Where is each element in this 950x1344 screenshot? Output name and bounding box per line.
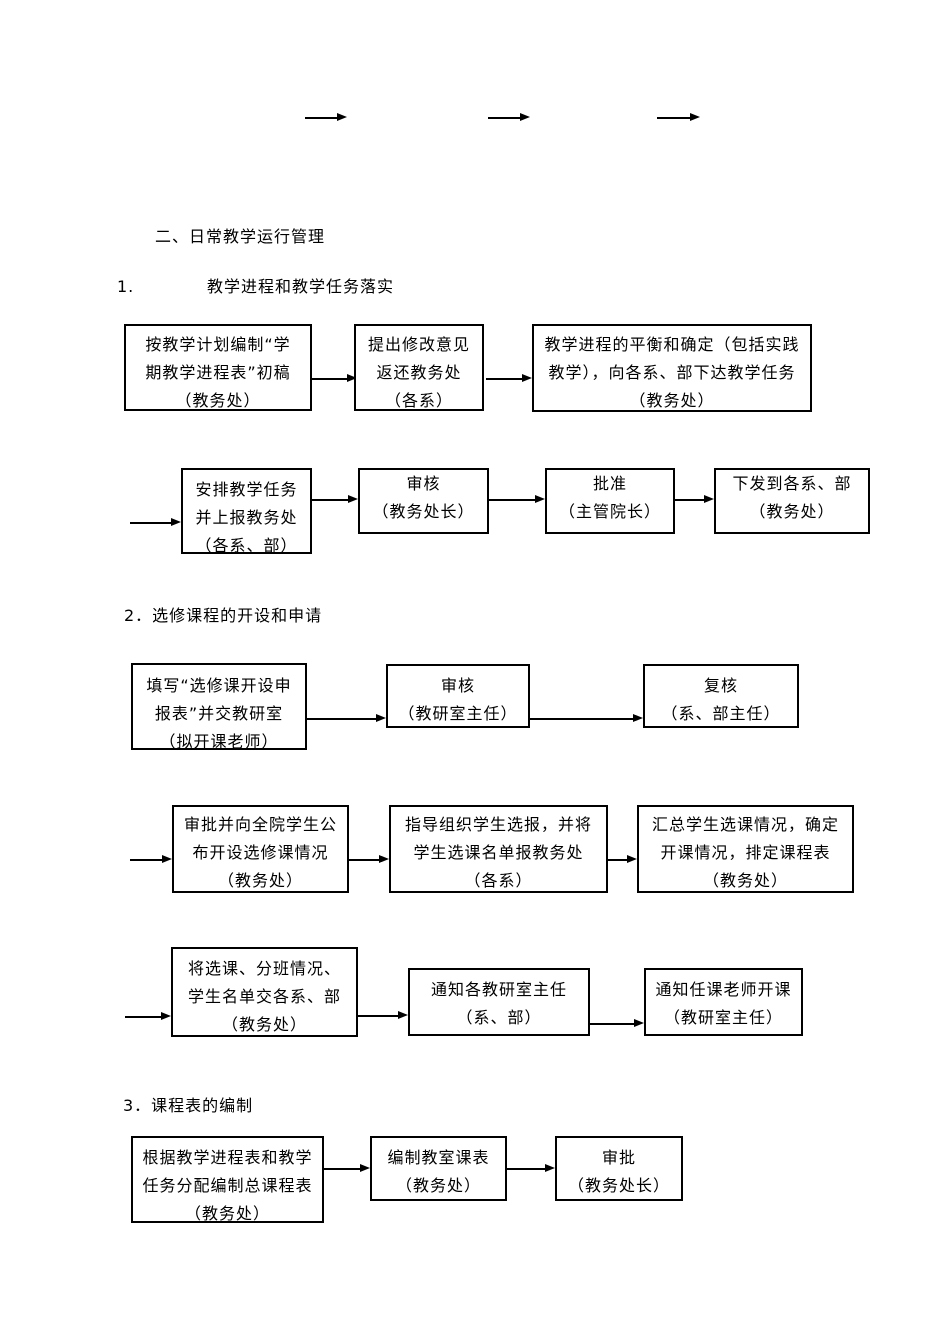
flow-step-text: 填写“选修课开设申 (146, 676, 292, 695)
flow-step-role: （教务处） (175, 391, 261, 410)
flow-step-text: 复核 (703, 676, 738, 695)
flow-arrow-icon (130, 518, 181, 526)
flow-step-text: 审核 (440, 676, 475, 695)
flow-step-box: 安排教学任务 并上报教务处 （各系、部） (181, 468, 312, 554)
flow-step-text: 通知各教研室主任 (430, 980, 567, 999)
flow-step-text: 编制教室课表 (387, 1148, 490, 1167)
item1-heading: 教学进程和教学任务落实 (207, 277, 395, 296)
flow-step-text: 审批并向全院学生公 (183, 815, 337, 834)
flow-arrow-icon (507, 1164, 555, 1172)
flow-step-text: 下发到各系、部 (732, 474, 852, 493)
flow-step-text: 教学进程的平衡和确定（包括实践 (544, 335, 800, 354)
flow-arrow-icon (130, 855, 172, 863)
flow-step-text: 提出修改意见 (367, 335, 470, 354)
flow-step-text: 学生选课名单报教务处 (413, 843, 584, 862)
flow-step-box: 教学进程的平衡和确定（包括实践 教学），向各系、部下达教学任务 （教务处） (532, 324, 812, 412)
item1-number: 1. (117, 277, 135, 296)
flow-step-box: 指导组织学生选报，并将 学生选课名单报教务处 （各系） (389, 805, 608, 893)
flow-step-text: 学生名单交各系、部 (187, 987, 341, 1006)
flow-arrow-icon (312, 495, 358, 503)
flow-step-box: 批准 （主管院长） (545, 468, 675, 534)
flow-step-role: （教研室主任） (663, 1008, 783, 1027)
flow-step-text: 布开设选修课情况 (192, 843, 329, 862)
flow-step-role: （教务处） (184, 1204, 270, 1223)
flow-step-text: 通知任课老师开课 (655, 980, 792, 999)
flow-step-box: 通知任课老师开课 （教研室主任） (644, 968, 803, 1036)
flow-arrow-icon (489, 495, 545, 503)
flow-step-text: 安排教学任务 (195, 480, 298, 499)
flow-step-role: （拟开课老师） (159, 732, 279, 750)
flow-step-text: 将选课、分班情况、 (187, 959, 341, 978)
flow-step-box: 下发到各系、部 （教务处） (714, 468, 870, 534)
flow-step-text: 按教学计划编制“学 (145, 335, 291, 354)
flow-step-role: （教务处） (702, 871, 788, 890)
flow-step-role: （各系、部） (195, 536, 298, 554)
flow-step-text: 审批 (601, 1148, 636, 1167)
flow-arrow-icon (590, 1019, 644, 1027)
flow-step-text: 汇总学生选课情况，确定 (651, 815, 839, 834)
flow-step-box: 审批 （教务处长） (555, 1136, 683, 1201)
flow-step-role: （系、部主任） (661, 704, 781, 723)
flow-step-role: （教务处长） (567, 1176, 670, 1195)
flow-step-text: 指导组织学生选报，并将 (404, 815, 592, 834)
flow-arrow-icon (324, 1164, 370, 1172)
flow-step-box: 汇总学生选课情况，确定 开课情况，排定课程表 （教务处） (637, 805, 854, 893)
flow-arrow-icon (608, 855, 637, 863)
flow-step-text: 任务分配编制总课程表 (142, 1176, 313, 1195)
flow-step-box: 审核 （教研室主任） (386, 664, 530, 728)
flow-step-box: 复核 （系、部主任） (643, 664, 799, 728)
flow-step-text: 批准 (592, 474, 627, 493)
flow-step-role: （系、部） (456, 1008, 542, 1027)
flow-step-text: 报表”并交教研室 (154, 704, 284, 723)
flow-step-role: （各系） (384, 391, 453, 410)
flow-step-box: 审核 （教务处长） (358, 468, 489, 534)
flow-step-box: 按教学计划编制“学 期教学进程表”初稿 （教务处） (124, 324, 312, 411)
flow-arrow-icon (358, 1011, 408, 1019)
flow-step-text: 根据教学进程表和教学 (142, 1148, 313, 1167)
flow-step-role: （主管院长） (558, 502, 661, 521)
flow-step-role: （各系） (464, 871, 533, 890)
flow-step-text: 教学），向各系、部下达教学任务 (548, 363, 796, 382)
flow-arrow-icon (312, 374, 357, 382)
flow-step-box: 编制教室课表 （教务处） (370, 1136, 507, 1201)
item3-heading: 3．课程表的编制 (123, 1096, 254, 1115)
flow-arrow-icon (305, 113, 347, 121)
flow-step-role: （教务处长） (372, 502, 475, 521)
flow-arrow-icon (530, 714, 643, 722)
item2-heading: 2．选修课程的开设和申请 (124, 606, 323, 625)
flow-step-role: （教务处） (749, 502, 835, 521)
flow-step-box: 填写“选修课开设申 报表”并交教研室 （拟开课老师） (131, 663, 307, 750)
flow-step-role: （教研室主任） (398, 704, 518, 723)
flow-step-text: 期教学进程表”初稿 (145, 363, 291, 382)
flow-step-role: （教务处） (395, 1176, 481, 1195)
flow-arrow-icon (675, 495, 714, 503)
flow-step-role: （教务处） (629, 391, 715, 410)
flow-step-box: 通知各教研室主任 （系、部） (408, 968, 590, 1036)
flow-arrow-icon (307, 714, 386, 722)
flow-arrow-icon (657, 113, 700, 121)
flow-step-box: 审批并向全院学生公 布开设选修课情况 （教务处） (172, 805, 349, 893)
flow-step-box: 将选课、分班情况、 学生名单交各系、部 （教务处） (171, 947, 358, 1037)
flow-step-text: 审核 (406, 474, 441, 493)
flow-arrow-icon (349, 855, 389, 863)
flow-arrow-icon (488, 113, 530, 121)
flow-step-text: 开课情况，排定课程表 (660, 843, 831, 862)
flow-arrow-icon (125, 1012, 171, 1020)
flow-step-text: 并上报教务处 (195, 508, 298, 527)
flow-step-role: （教务处） (217, 871, 303, 890)
section-heading: 二、日常教学运行管理 (155, 227, 326, 246)
flow-step-role: （教务处） (221, 1015, 307, 1034)
flow-step-text: 返还教务处 (376, 363, 462, 382)
flow-arrow-icon (486, 374, 532, 382)
flow-step-box: 提出修改意见 返还教务处 （各系） (354, 324, 484, 411)
flow-step-box: 根据教学进程表和教学 任务分配编制总课程表 （教务处） (131, 1136, 324, 1223)
